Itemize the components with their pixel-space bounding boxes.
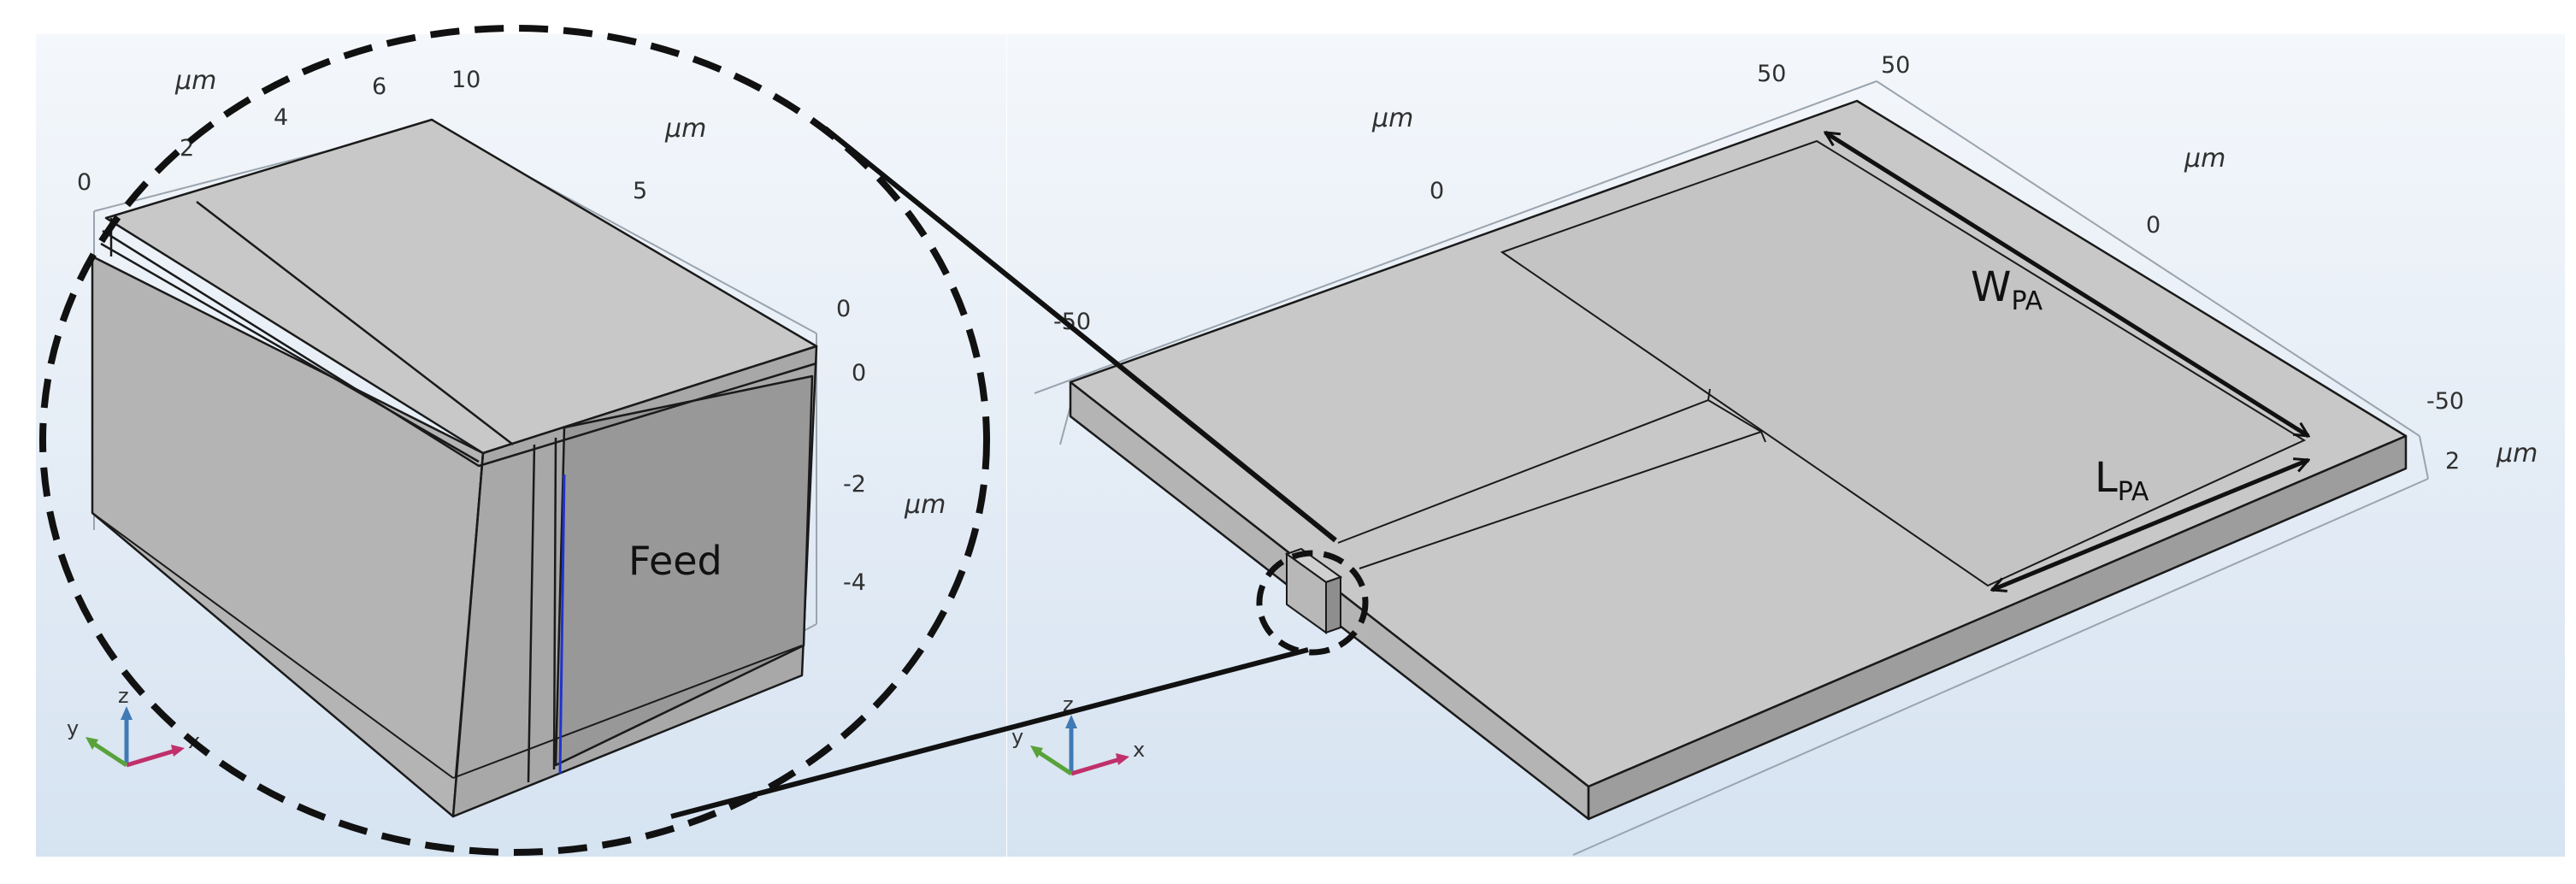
inset-triad-z: z [118,684,129,708]
main-tick-y-0: 50 [1881,52,1910,79]
inset-tick-z-0: 0 [836,296,851,322]
main-tick-x-2: 50 [1757,61,1786,87]
inset-unit-right: μm [664,114,706,144]
inset-unit-top: μm [174,66,216,96]
feed-port-edge-highlight [558,474,566,775]
main-unit-x: μm [1371,103,1413,133]
main-tick-x-1: 0 [1429,178,1444,204]
feed-line [1337,388,1766,569]
inset-tick-top-2: 4 [274,104,288,131]
inset-tick-top-0: 0 [77,169,91,196]
zoom-connector-lines [670,126,1337,819]
main-axis-triad: z x y [1011,692,1145,776]
w-pa-label: WPA [1971,263,2043,316]
inset-tick-top-4: 10 [451,67,480,93]
inset-unit-z: μm [904,490,946,520]
l-pa-label: LPA [2095,454,2149,507]
main-view: WPA LPA -50 0 50 μm 50 0 -50 μm 2 μm z [1011,52,2538,856]
connector-line-upper [823,126,1337,543]
main-tick-y-2: -50 [2426,388,2464,415]
w-pa-dimension-arrow [1825,130,2308,439]
feed-block [91,118,818,818]
main-tick-y-1: 0 [2146,212,2160,239]
inset-view: 0 2 4 6 10 μm μm 5 0 0 -2 -4 μm Feed z x [39,25,990,856]
main-ticks: -50 0 50 μm 50 0 -50 μm 2 μm [1053,52,2538,474]
inset-triad-y: y [67,716,79,740]
feed-port-highlight-circle [1256,550,1369,656]
main-tick-z-0: 2 [2445,448,2460,474]
connector-line-lower [670,647,1309,819]
magnifier-circle [39,25,990,856]
inset-ticks-z: 0 0 -2 -4 μm [836,296,946,596]
feed-label: Feed [628,538,722,584]
main-triad-x: x [1133,738,1145,762]
inset-tick-z-2: -2 [843,471,866,498]
main-tick-x-0: -50 [1053,309,1091,335]
main-triad-y: y [1011,725,1023,749]
inset-tick-z-1: 0 [852,360,866,386]
feed-port-face [554,374,814,767]
inset-ticks-top: 0 2 4 6 10 μm [77,66,480,196]
main-unit-z: μm [2496,439,2538,469]
inset-tick-top-3: 6 [372,74,386,100]
inset-tick-z-3: -4 [843,569,866,596]
inset-tick-right-5: 5 [633,178,647,204]
l-pa-dimension-arrow [1992,460,2308,590]
main-unit-y: μm [2184,144,2225,174]
